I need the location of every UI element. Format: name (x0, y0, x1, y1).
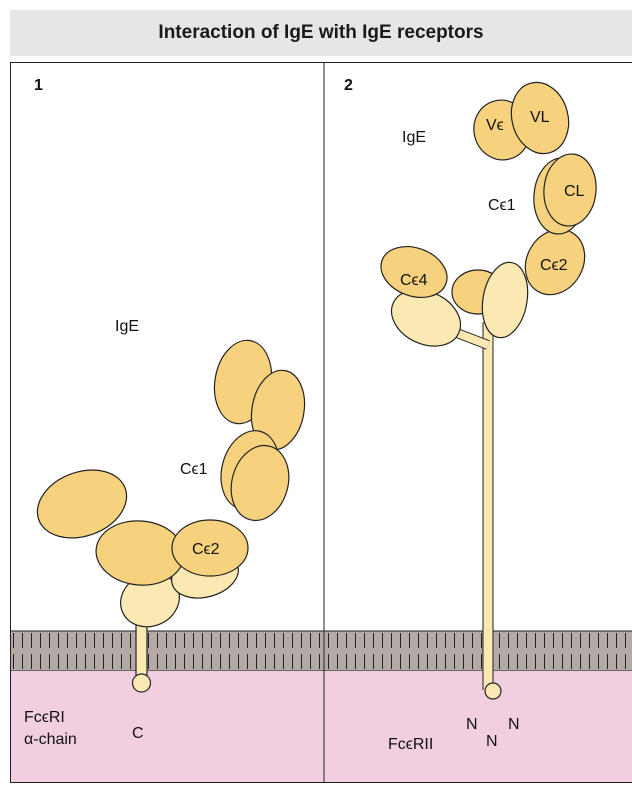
panel1-ce1-label: Cϵ1 (180, 461, 208, 478)
receptor1-label-line1: FcϵRI (24, 709, 65, 726)
cytoplasm (11, 671, 632, 782)
c-terminus-label: C (132, 725, 144, 742)
panel2-ce4-label: Cϵ4 (400, 272, 428, 289)
panel2-number: 2 (344, 77, 353, 94)
panel1-number: 1 (34, 77, 43, 94)
panel2-vl-label: VL (530, 109, 550, 126)
n-terminus-1: N (466, 716, 478, 733)
panel2-ce2-label: Cϵ2 (540, 257, 568, 274)
panel2-ce1-label: Cϵ1 (488, 197, 516, 214)
panel2-cl-label: CL (564, 183, 585, 200)
cell-membrane (11, 631, 632, 671)
n-terminus-2: N (486, 733, 498, 750)
panel1-ce2-label: Cϵ2 (192, 541, 220, 558)
panel2-ige-label: IgE (402, 129, 426, 146)
n-terminus-3: N (508, 716, 520, 733)
receptor2-label: FcϵRII (388, 736, 433, 753)
panel2-ve-label: Vϵ (486, 117, 504, 134)
receptor1-label-line2: α-chain (24, 731, 77, 748)
panel1-ige-label: IgE (115, 318, 139, 335)
